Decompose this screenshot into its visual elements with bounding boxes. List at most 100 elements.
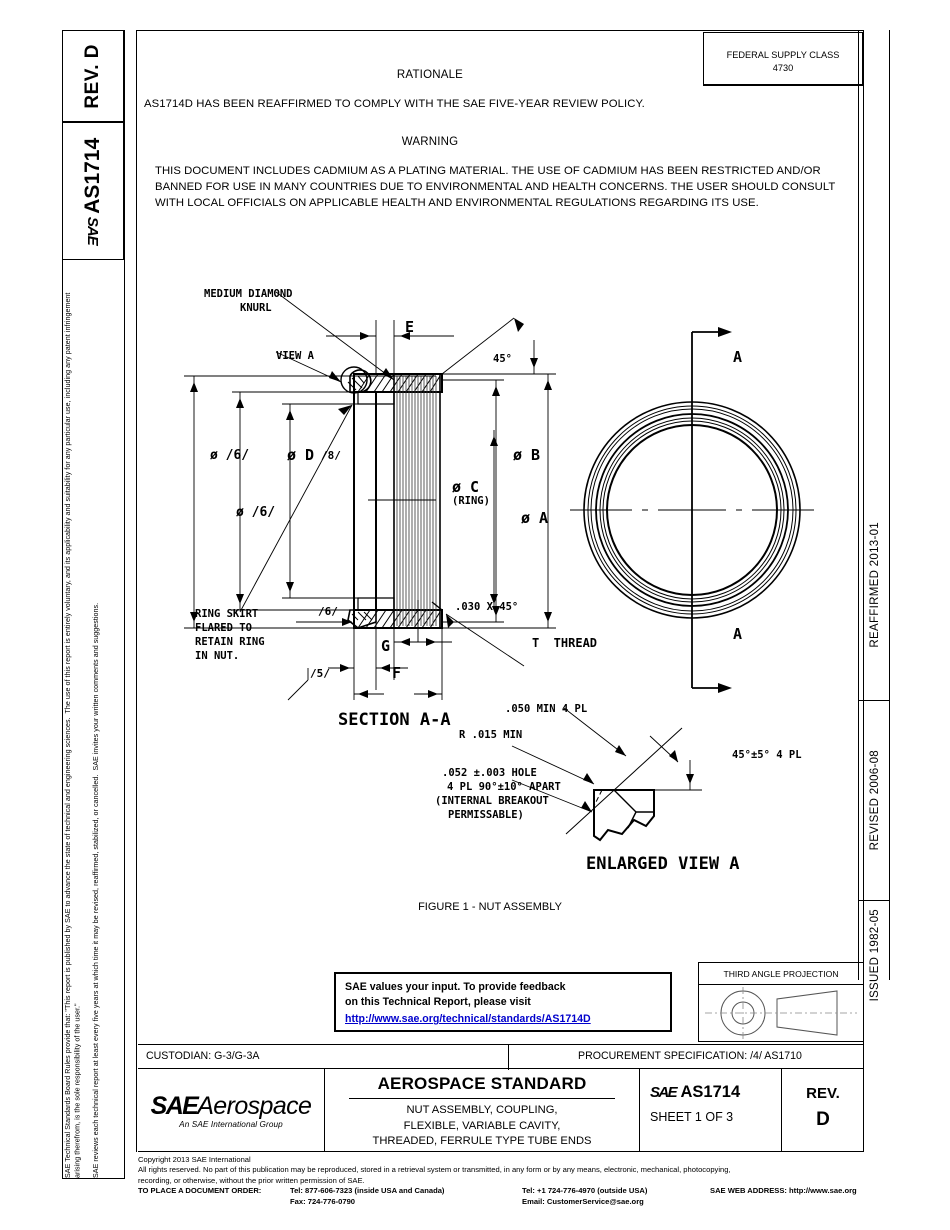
chamfer-callout: .030 X 45°	[455, 601, 519, 613]
section-arrow-label-top: A	[733, 348, 743, 366]
feedback-box: SAE values your input. To provide feedba…	[334, 972, 672, 1032]
sae-mark-icon: SAE	[650, 1084, 678, 1101]
third-angle-projection-box: THIRD ANGLE PROJECTION	[698, 962, 864, 1042]
revised-date: REVISED 2006-08	[859, 700, 890, 900]
enlarged-hole-line4: PERMISSABLE)	[448, 809, 524, 821]
warning-body: THIS DOCUMENT INCLUDES CADMIUM AS A PLAT…	[155, 165, 836, 210]
legal-paragraph-1: SAE Technical Standards Board Rules prov…	[64, 290, 82, 1178]
legal-paragraph-2: SAE reviews each technical report at lea…	[92, 602, 100, 1178]
rev-tab: REV. D	[62, 30, 124, 122]
feedback-line-2: on this Technical Report, please visit	[345, 995, 531, 1008]
custodian-row: CUSTODIAN: G-3/G-3A PROCUREMENT SPECIFIC…	[138, 1044, 864, 1070]
dim-phi-6-upper: ø /6/	[210, 448, 250, 463]
custodian-value: CUSTODIAN: G-3/G-3A	[146, 1050, 260, 1062]
revision-date-column: REAFFIRMED 2013-01 REVISED 2006-08 ISSUE…	[858, 30, 890, 1002]
document-number-tab-value: AS1714	[81, 137, 104, 214]
fsc-divider	[703, 85, 864, 86]
enlarged-min-4pl: .050 MIN 4 PL	[505, 703, 588, 715]
ring-skirt-line4: IN NUT.	[195, 650, 240, 662]
procurement-specification: PROCUREMENT SPECIFICATION: /4/ AS1710	[578, 1050, 802, 1062]
view-a-callout: VIEW A	[276, 350, 314, 362]
angle-45-callout: 45°	[493, 353, 512, 365]
figure-caption: FIGURE 1 - NUT ASSEMBLY	[418, 901, 562, 913]
ring-skirt-line2: FLARED TO	[195, 622, 252, 634]
third-angle-projection-symbol-icon	[705, 987, 857, 1039]
federal-supply-class-value: 4730	[772, 63, 794, 73]
thread-callout: T THREAD	[532, 636, 598, 650]
dim-a-label: ø A	[521, 509, 549, 527]
frame-top-border	[136, 30, 864, 31]
order-label: TO PLACE A DOCUMENT ORDER:	[138, 1186, 262, 1196]
knurl-callout-line1: MEDIUM DIAMOND	[204, 288, 293, 300]
sae-logo-mark-icon: SAE	[84, 216, 102, 245]
dim-phi-6-lower: ø /6/	[236, 505, 276, 520]
revision-label: REV.	[806, 1085, 840, 1102]
ref-5-bottom: /5/	[310, 667, 330, 680]
doc-number-row: SAE AS1714	[650, 1083, 781, 1102]
section-a-a-label: SECTION A-A	[338, 710, 451, 730]
knurl-callout-line2: KNURL	[240, 302, 272, 314]
issued-date: ISSUED 1982-05	[859, 900, 890, 1010]
document-number-tab: SAE AS1714	[62, 122, 124, 260]
legal-sidebar: SAE Technical Standards Board Rules prov…	[56, 278, 126, 1178]
feedback-line-1: SAE values your input. To provide feedba…	[345, 981, 566, 993]
rev-tab-label: REV.	[82, 63, 103, 109]
frame-right-border	[863, 30, 864, 1152]
title-block-revision: REV. D	[782, 1069, 864, 1152]
custodian-divider	[508, 1045, 509, 1070]
enlarged-hole-line3: (INTERNAL BREAKOUT	[435, 795, 549, 807]
title-block: SAEAerospace An SAE International Group …	[138, 1069, 864, 1152]
title-block-center: AEROSPACE STANDARD NUT ASSEMBLY, COUPLIN…	[324, 1069, 640, 1152]
revision-value: D	[816, 1109, 830, 1130]
logo-wordmark: SAEAerospace	[151, 1092, 312, 1121]
sheet-number: SHEET 1 OF 3	[650, 1110, 734, 1124]
document-number-tab-text: SAE AS1714	[81, 138, 105, 245]
rights-line-1: All rights reserved. No part of this pub…	[138, 1165, 731, 1175]
tel-inside-usa: Tel: 877-606-7323 (inside USA and Canada…	[290, 1186, 445, 1196]
feedback-link[interactable]: http://www.sae.org/technical/standards/A…	[345, 1013, 591, 1026]
document-title: NUT ASSEMBLY, COUPLING, FLEXIBLE, VARIAB…	[325, 1099, 639, 1150]
rationale-heading: RATIONALE	[396, 69, 464, 81]
logo-subtitle: An SAE International Group	[179, 1120, 283, 1129]
document-title-line2: FLEXIBLE, VARIABLE CAVITY,	[403, 1119, 561, 1132]
copyright-line: Copyright 2013 SAE International	[138, 1155, 251, 1164]
enlarged-hole-line1: .052 ±.003 HOLE	[442, 767, 537, 779]
dim-b-label: ø B	[513, 446, 541, 464]
federal-supply-class-label: FEDERAL SUPPLY CLASS	[726, 50, 840, 60]
document-number-value: AS1714	[680, 1083, 741, 1101]
aerospace-logo-text: Aerospace	[197, 1092, 312, 1120]
federal-supply-class-box: FEDERAL SUPPLY CLASS 4730	[703, 32, 863, 85]
document-title-line3: THREADED, FERRULE TYPE TUBE ENDS	[372, 1135, 592, 1147]
rev-tab-value: D	[82, 43, 103, 58]
rights-line-2: recording, or otherwise, without the pri…	[138, 1175, 365, 1185]
technical-drawing	[184, 291, 814, 842]
tel-outside-usa: Tel: +1 724-776-4970 (outside USA)	[522, 1186, 648, 1196]
web-address: SAE WEB ADDRESS: http://www.sae.org	[710, 1186, 857, 1196]
third-angle-projection-label: THIRD ANGLE PROJECTION	[699, 963, 863, 985]
ring-skirt-line1: RING SKIRT	[195, 608, 259, 620]
dim-d-reference: /8/	[321, 449, 341, 462]
email-address: Email: CustomerService@sae.org	[522, 1196, 644, 1206]
sae-aerospace-logo: SAEAerospace An SAE International Group	[138, 1069, 324, 1152]
rev-tab-text: REV. D	[82, 43, 103, 109]
dim-c-label: ø C	[452, 478, 480, 496]
warning-heading: WARNING	[401, 136, 459, 148]
document-title-line1: NUT ASSEMBLY, COUPLING,	[406, 1104, 558, 1116]
ref-6-bottom: /6/	[318, 605, 338, 618]
frame-bottom-stub	[62, 1178, 125, 1179]
ring-skirt-line3: RETAIN RING	[195, 636, 265, 648]
dim-e-label: E	[405, 318, 415, 336]
frame-outer-left-border	[62, 260, 63, 1178]
dim-d-label: ø D	[287, 446, 315, 464]
dim-f-label: F	[392, 664, 402, 682]
title-block-doc-number: SAE AS1714 SHEET 1 OF 3	[640, 1069, 782, 1152]
order-info-table: TO PLACE A DOCUMENT ORDER: Tel: 877-606-…	[138, 1186, 857, 1207]
fax-number: Fax: 724-776-0790	[290, 1196, 356, 1206]
enlarged-angle-tol: 45°±5° 4 PL	[732, 749, 802, 761]
standard-type-divider	[349, 1098, 615, 1099]
enlarged-radius: R .015 MIN	[459, 729, 523, 741]
footer-block: Copyright 2013 SAE International All rig…	[138, 1155, 878, 1207]
dim-g-label: G	[381, 637, 391, 655]
enlarged-hole-line2: 4 PL 90°±10° APART	[447, 781, 561, 793]
